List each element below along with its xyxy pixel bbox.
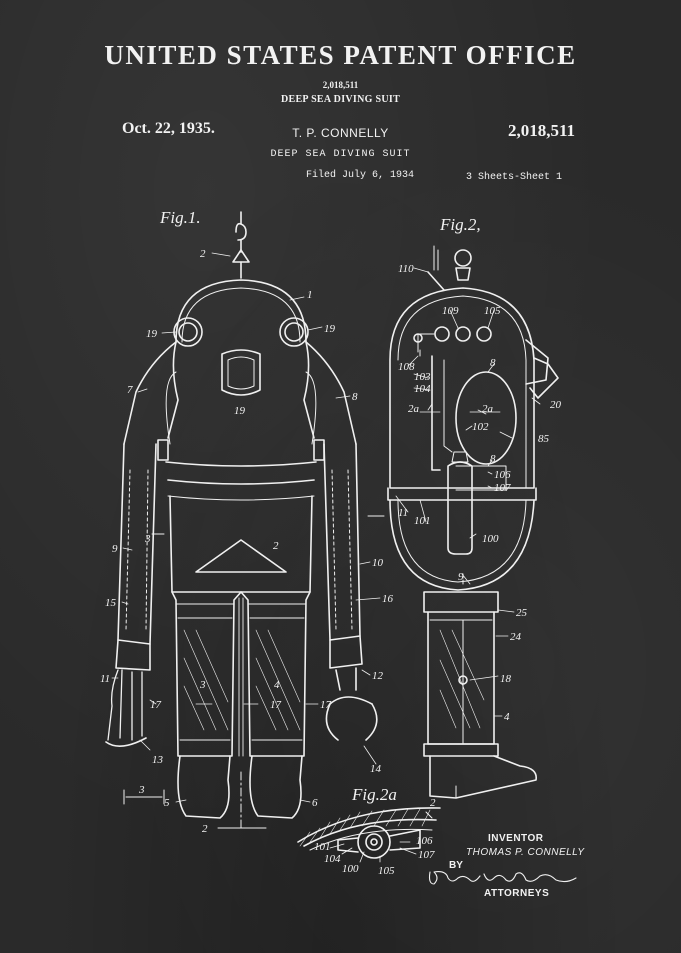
inventor-signature: THOMAS P. CONNELLY (466, 847, 585, 858)
fig1-label: 3 (199, 679, 206, 691)
fig1-label: 1 (307, 289, 313, 301)
fig1-label: 2 (200, 248, 206, 260)
fig1-label: 6 (312, 797, 318, 809)
fig1-label: 2 (202, 823, 208, 835)
fig2a-detail (297, 807, 441, 863)
fig2a-label: 104 (324, 853, 341, 865)
fig2-label: 110 (398, 263, 414, 275)
patent-title-small: DEEP SEA DIVING SUIT (280, 94, 401, 105)
fig2-label: 101 (414, 515, 431, 527)
fig2a-title: Fig.2a (351, 785, 397, 804)
fig2-label: 105 (484, 305, 501, 317)
fig2-label: 2a (408, 403, 420, 415)
fig1-label: 19 (234, 405, 246, 417)
office-heading: UNITED STATES PATENT OFFICE (104, 40, 577, 70)
fig2a-label: 100 (342, 863, 359, 875)
fig1-label: 17 (320, 699, 332, 711)
sheet-count: 3 Sheets-Sheet 1 (466, 172, 563, 183)
fig2-label: 104 (414, 383, 431, 395)
fig2-label: 8 (490, 453, 496, 465)
fig2a-label: 101 (314, 841, 331, 853)
fig1-label: 7 (127, 384, 133, 396)
fig1-label: 17 (270, 699, 282, 711)
patent-number-small: 2,018,511 (322, 80, 359, 90)
fig2-label: 11 (398, 507, 408, 519)
fig1-label: 5 (164, 797, 170, 809)
attorneys-signature (428, 871, 577, 885)
fig1-diving-suit (105, 211, 381, 831)
fig2-label: 85 (538, 433, 550, 445)
fig1-label: 14 (370, 763, 382, 775)
fig1-label: 12 (372, 670, 384, 682)
by-label: BY (449, 860, 463, 871)
fig2-label: 109 (442, 305, 459, 317)
attorneys-label: ATTORNEYS (484, 888, 550, 899)
fig2-label: 102 (472, 421, 489, 433)
fig2-label: 20 (550, 399, 562, 411)
fig1-label: 16 (382, 593, 394, 605)
patent-title: DEEP SEA DIVING SUIT (270, 149, 411, 160)
fig1-label: 13 (152, 754, 164, 766)
fig2a-label: 107 (418, 849, 435, 861)
fig2-label: 107 (494, 482, 511, 494)
fig1-label: 9 (112, 543, 118, 555)
fig2-side-section (367, 245, 559, 799)
fig1-label: 19 (324, 323, 336, 335)
fig2-label: 103 (414, 371, 431, 383)
fig2-label: 2a (482, 403, 494, 415)
fig1-label: 15 (105, 597, 117, 609)
fig2a-label: 106 (416, 835, 433, 847)
patent-number: 2,018,511 (508, 121, 576, 140)
fig2-label: 9 (458, 571, 464, 583)
fig1-label: 19 (146, 328, 158, 340)
filed-date: Filed July 6, 1934 (306, 170, 415, 181)
fig1-label: 10 (372, 557, 384, 569)
fig2-label: 106 (494, 469, 511, 481)
fig2-label: 100 (482, 533, 499, 545)
fig1-label: 3 (144, 533, 151, 545)
inventor-label: INVENTOR (488, 833, 544, 844)
fig2-label: 4 (504, 711, 510, 723)
fig2-label: 24 (510, 631, 522, 643)
fig1-label: 4 (274, 679, 280, 691)
fig2a-label: 2 (430, 797, 436, 809)
fig2-title: Fig.2, (439, 215, 481, 234)
fig2-label: 8 (490, 357, 496, 369)
inventor-name: T. P. CONNELLY (292, 126, 389, 140)
fig1-label: 3 (138, 784, 145, 796)
fig1-label: 8 (352, 391, 358, 403)
fig2-label: 18 (500, 673, 512, 685)
fig1-label: 11 (100, 673, 110, 685)
fig2-label: 25 (516, 607, 528, 619)
fig1-label: 17 (150, 699, 162, 711)
fig2a-label: 105 (378, 865, 395, 877)
fig1-title: Fig.1. (159, 208, 201, 227)
fig2-label: 108 (398, 361, 415, 373)
patent-date: Oct. 22, 1935. (122, 120, 215, 137)
fig1-label: 2 (273, 540, 279, 552)
